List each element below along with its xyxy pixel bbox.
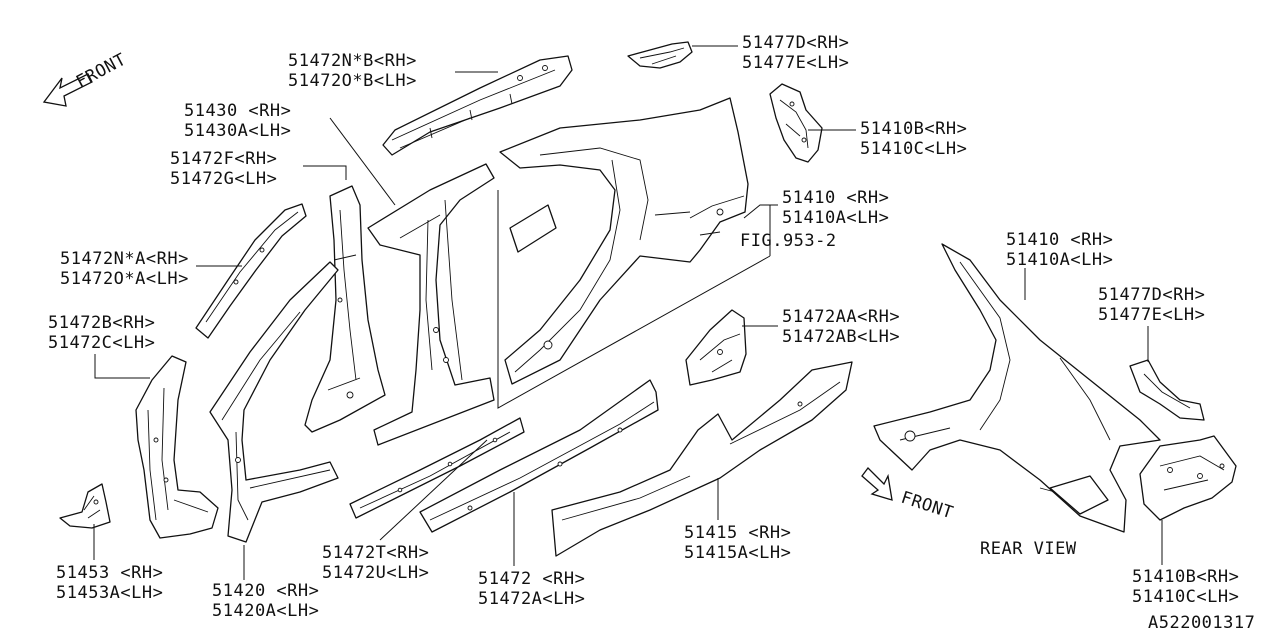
part-51472na-a-pillar-upper xyxy=(195,203,307,339)
front-label-rear: FRONT xyxy=(898,488,955,524)
part-51477d-top-bracket xyxy=(627,41,693,69)
part-51472aa-bracket xyxy=(685,309,747,386)
label-51472aa: 51472AA<RH> xyxy=(782,307,900,327)
drawing-id: A522001317 xyxy=(1148,613,1255,633)
front-label-top: FRONT xyxy=(73,50,130,93)
part-51472nb-roof-rail xyxy=(382,55,573,156)
label-51430a: 51430A<LH> xyxy=(184,121,291,141)
label-51472f: 51472F<RH> xyxy=(170,149,277,169)
part-51453-bracket xyxy=(59,483,111,529)
label-51410-rear: 51410 <RH> xyxy=(1006,230,1113,250)
label-51415a: 51415A<LH> xyxy=(684,543,791,563)
label-51472ab: 51472AB<LH> xyxy=(782,327,900,347)
front-arrow-rear: FRONT xyxy=(861,467,956,524)
label-51453: 51453 <RH> xyxy=(56,563,163,583)
part-51472-sill xyxy=(419,379,659,533)
front-arrow-top: FRONT xyxy=(42,50,130,107)
part-51410b-top-panel xyxy=(769,83,823,163)
part-51472f-pillar-reinforcement xyxy=(304,185,386,433)
label-51472: 51472 <RH> xyxy=(478,569,585,589)
part-51472t-sill-inner xyxy=(349,417,525,519)
part-51410b-rear-panel xyxy=(1139,435,1237,521)
label-51477e-top: 51477E<LH> xyxy=(742,53,849,73)
labels: 51472N*B<RH> 51472O*B<LH> 51477D<RH> 514… xyxy=(48,33,1255,633)
front-arrow-top-shape xyxy=(42,73,93,107)
part-51410-rear-view-panel xyxy=(873,243,1161,533)
front-arrow-rear-shape xyxy=(861,467,893,501)
label-51472na: 51472N*A<RH> xyxy=(60,249,189,269)
part-51477d-rear-bracket xyxy=(1129,359,1205,421)
label-51410c-top: 51410C<LH> xyxy=(860,139,967,159)
leader-lines xyxy=(93,45,1163,580)
label-51477d-top: 51477D<RH> xyxy=(742,33,849,53)
label-51472t: 51472T<RH> xyxy=(322,543,429,563)
label-51410c-bottom: 51410C<LH> xyxy=(1132,587,1239,607)
label-51430: 51430 <RH> xyxy=(184,101,291,121)
label-51472nb: 51472N*B<RH> xyxy=(288,51,417,71)
label-51472g: 51472G<LH> xyxy=(170,169,277,189)
label-51472a: 51472A<LH> xyxy=(478,589,585,609)
label-fig-ref: FIG.953-2 xyxy=(740,231,837,251)
label-51410b-bottom: 51410B<RH> xyxy=(1132,567,1239,587)
label-51410a-top: 51410A<LH> xyxy=(782,208,889,228)
part-51415-outer-sill xyxy=(551,361,853,557)
label-51477d-rear: 51477D<RH> xyxy=(1098,285,1205,305)
label-51453a: 51453A<LH> xyxy=(56,583,163,603)
part-51410-quarter-panel xyxy=(499,97,749,385)
label-51472c: 51472C<LH> xyxy=(48,333,155,353)
label-51410-top: 51410 <RH> xyxy=(782,188,889,208)
label-51420a: 51420A<LH> xyxy=(212,601,319,621)
part-51472b-a-pillar-lower xyxy=(135,355,219,539)
label-51420: 51420 <RH> xyxy=(212,581,319,601)
label-51472b: 51472B<RH> xyxy=(48,313,155,333)
label-51472oa: 51472O*A<LH> xyxy=(60,269,189,289)
label-51415: 51415 <RH> xyxy=(684,523,791,543)
part-51430-center-pillar xyxy=(367,163,495,446)
label-51410a-rear: 51410A<LH> xyxy=(1006,250,1113,270)
label-51472u: 51472U<LH> xyxy=(322,563,429,583)
label-51410b-top: 51410B<RH> xyxy=(860,119,967,139)
part-51420-door-frame xyxy=(209,261,339,543)
label-51472ob: 51472O*B<LH> xyxy=(288,71,417,91)
label-51477e-rear: 51477E<LH> xyxy=(1098,305,1205,325)
label-rear-view: REAR VIEW xyxy=(980,539,1077,559)
